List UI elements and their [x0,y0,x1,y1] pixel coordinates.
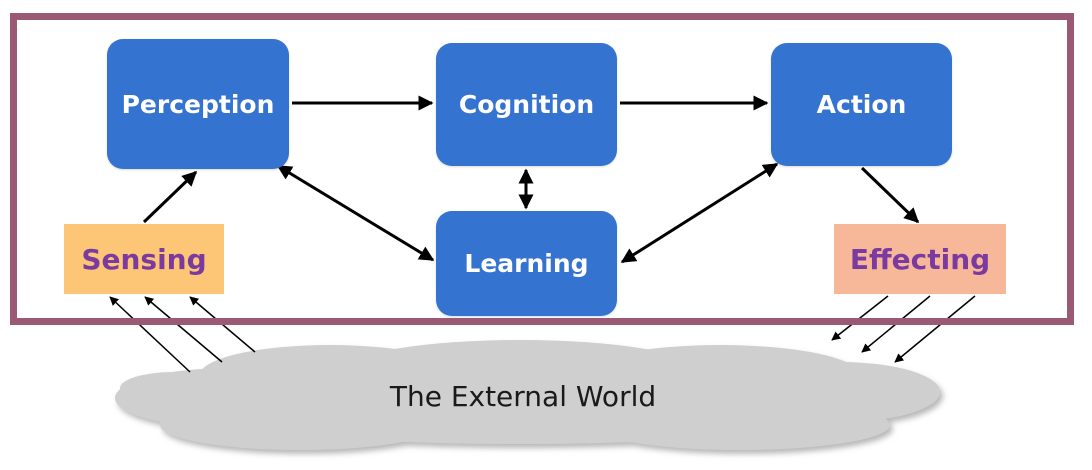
arrow-sensing-perception [142,170,198,224]
agent-boundary-frame [10,13,1074,325]
external-world-cloud [115,340,940,450]
node-cognition-label: Cognition [458,90,595,119]
arrow-action-effecting [860,166,920,224]
node-effecting-label: Effecting [849,242,991,276]
node-action: Action [771,43,952,166]
node-perception-label: Perception [121,89,275,119]
arrow-action-learning [620,162,779,264]
arrow-perception-learning [276,164,435,262]
node-learning-label: Learning [464,249,589,278]
external-world-label: The External World [389,379,657,413]
node-perception: Perception [107,39,289,169]
node-sensing: Sensing [64,224,224,294]
node-action-label: Action [816,90,907,119]
node-effecting: Effecting [834,224,1006,294]
node-learning: Learning [436,211,617,316]
node-sensing-label: Sensing [81,242,207,276]
node-cognition: Cognition [436,43,617,166]
